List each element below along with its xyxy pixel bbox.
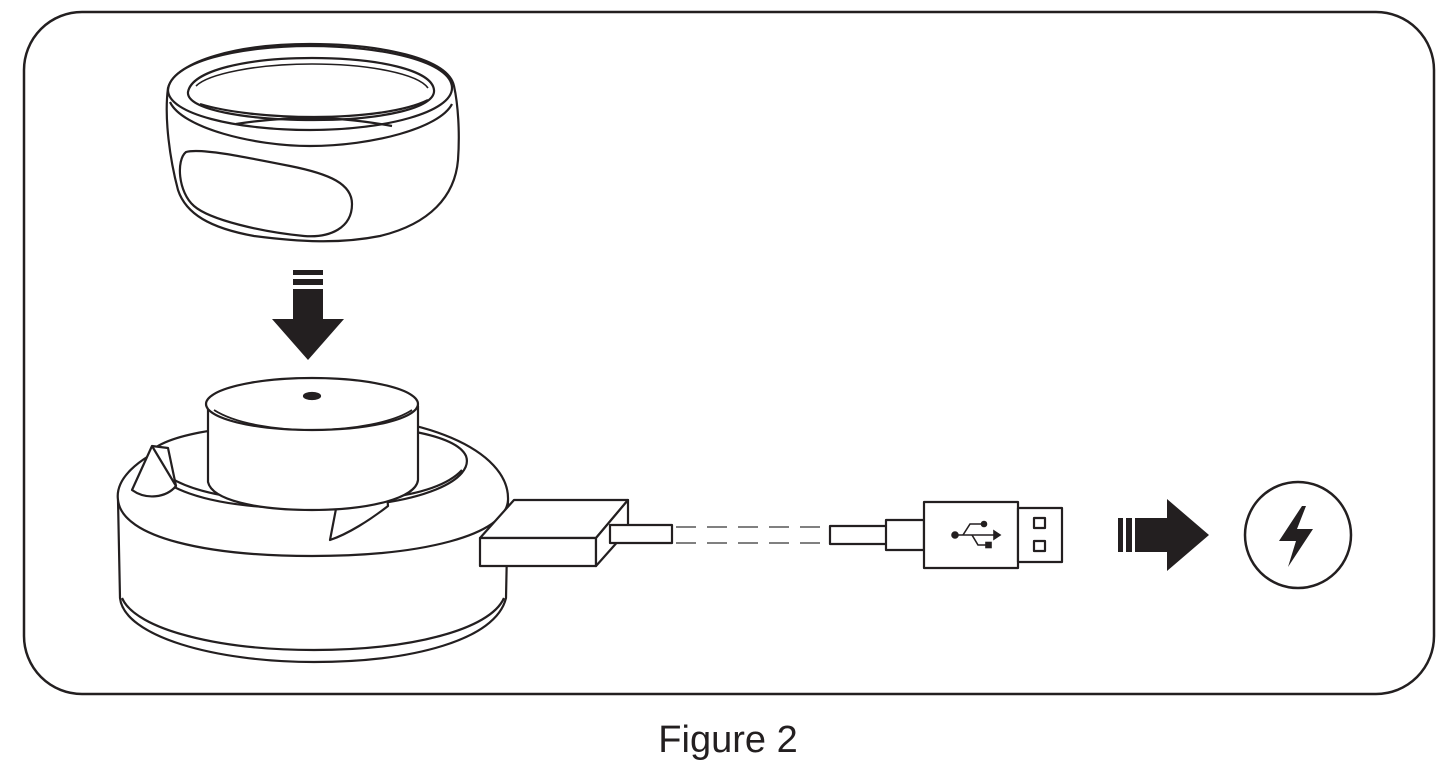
cable-dashed [676,526,826,544]
right-arrow-icon [1118,499,1209,571]
smart-ring [165,42,460,243]
dock-cable-plug [478,498,674,568]
charging-dock [116,376,510,664]
down-arrow-icon [272,270,344,360]
usb-icon [951,520,1002,549]
figure-caption: Figure 2 [658,719,798,761]
lightning-bolt-icon [1243,480,1353,590]
